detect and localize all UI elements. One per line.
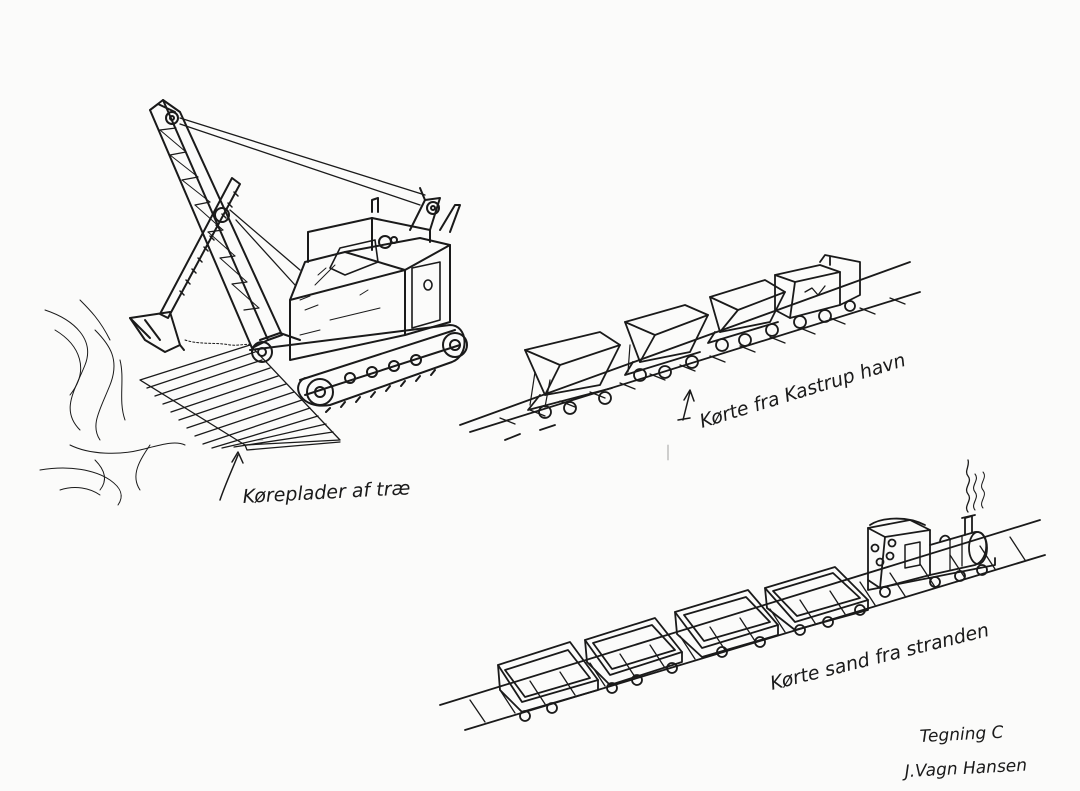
author-signature: J.Vagn Hansen — [901, 756, 1027, 783]
sand-train — [439, 459, 1046, 731]
sand-wagon-2 — [584, 617, 683, 694]
plates-arrow — [219, 451, 244, 501]
boom-cables — [179, 117, 426, 286]
hopper-car-1 — [524, 331, 621, 419]
kastrup-arrow — [677, 389, 695, 421]
crawler-track — [249, 324, 468, 413]
hopper-rails — [459, 261, 921, 441]
kastrup-label: Kørte fra Kastrup havn — [697, 349, 908, 433]
hopper-car-3 — [707, 279, 786, 352]
wooden-plates — [139, 344, 341, 451]
paper-marks — [257, 439, 669, 461]
excavator-gantry — [409, 187, 461, 233]
sand-rails — [439, 519, 1046, 731]
dipper-stick — [159, 177, 241, 319]
ground-scribbles — [39, 299, 186, 506]
hopper-locomotive — [774, 254, 861, 329]
excavator-scene — [39, 99, 468, 506]
steam-locomotive — [867, 459, 996, 598]
excavator-boom — [149, 99, 283, 349]
plates-label: Køreplader af træ — [242, 477, 411, 508]
stranden-label: Kørte sand fra stranden — [768, 619, 991, 695]
sand-wagon-4 — [764, 566, 869, 636]
sand-wagon-3 — [674, 589, 779, 658]
hopper-train — [459, 254, 921, 441]
excavator-cab — [289, 197, 451, 361]
excavator-bucket — [129, 311, 253, 353]
hopper-car-2 — [624, 304, 709, 382]
drawing-title: Tegning C — [919, 723, 1004, 747]
sand-wagon-1 — [497, 641, 599, 722]
